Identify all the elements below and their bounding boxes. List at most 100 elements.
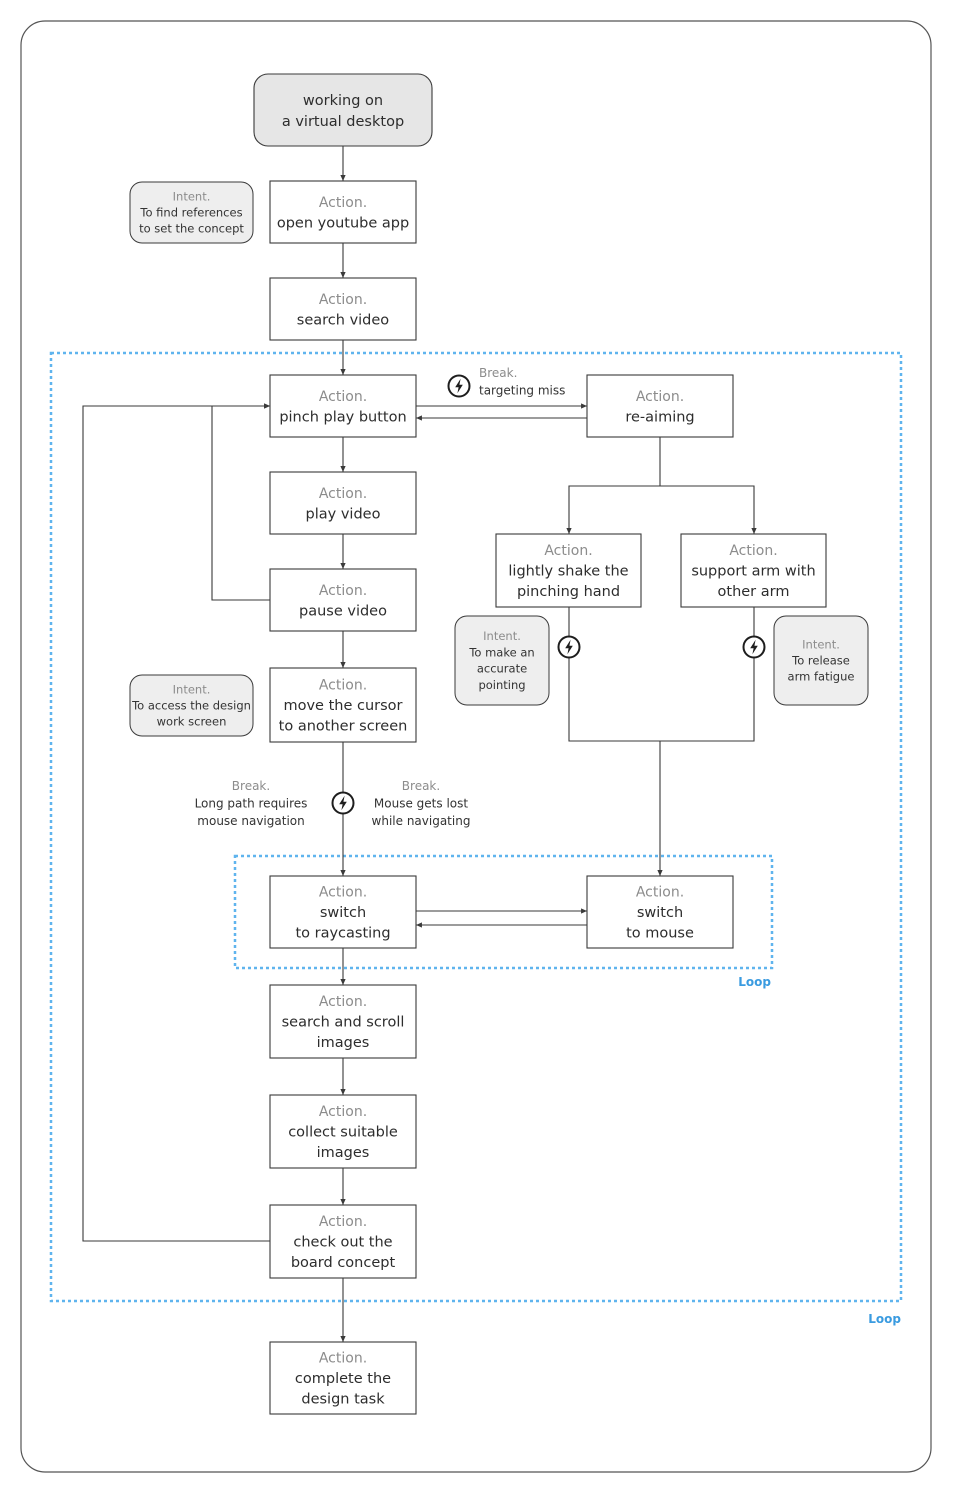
action-switch-raycasting: Action. switch to raycasting [269, 875, 417, 949]
break-mouse-lost: Break. Mouse gets lost while navigating [372, 779, 471, 828]
intent-access-design: Intent. To access the design work screen [129, 674, 254, 737]
action-label: to another screen [279, 719, 408, 735]
action-search-scroll: Action. search and scroll images [269, 984, 417, 1059]
action-label: support arm with [691, 564, 815, 580]
action-label: check out the [293, 1235, 392, 1251]
break-label: mouse navigation [197, 814, 304, 828]
action-label: lightly shake the [508, 564, 628, 580]
action-label: search and scroll [282, 1015, 405, 1031]
arrow-check-back-to-pinch [82, 403, 270, 1242]
action-open-youtube: Action. open youtube app [269, 180, 417, 244]
intent-kicker: Intent. [802, 637, 840, 651]
intent-label: to set the concept [139, 222, 244, 236]
connectors [82, 146, 757, 1342]
action-kicker: Action. [319, 885, 367, 901]
intent-label: To find references [139, 206, 242, 220]
intent-arm-fatigue: Intent. To release arm fatigue [773, 615, 869, 706]
action-label: collect suitable [288, 1125, 398, 1141]
arrow-split-to-shake [566, 485, 660, 534]
action-kicker: Action. [319, 583, 367, 599]
intent-find-references: Intent. To find references to set the conc… [129, 181, 254, 244]
action-switch-mouse: Action. switch to mouse [586, 875, 734, 949]
action-kicker: Action. [544, 543, 592, 559]
intent-kicker: Intent. [483, 629, 521, 643]
action-pinch-play: Action. pinch play button [269, 374, 417, 438]
action-label: images [317, 1145, 370, 1161]
action-kicker: Action. [729, 543, 777, 559]
intent-label: work screen [157, 715, 227, 729]
action-label: search video [297, 312, 390, 328]
lightning-break-icon [331, 791, 355, 815]
action-label: complete the [295, 1371, 391, 1387]
outer-loop-region [49, 351, 903, 1303]
action-move-cursor: Action. move the cursor to another screen [269, 667, 417, 743]
action-label: switch [637, 905, 683, 921]
intent-label: To access the design [131, 699, 251, 713]
action-kicker: Action. [319, 389, 367, 405]
lightning-break-icon [557, 635, 581, 659]
start-node: working on a virtual desktop [253, 73, 433, 147]
intent-label: accurate [477, 662, 527, 676]
action-kicker: Action. [319, 1104, 367, 1120]
break-kicker: Break. [402, 779, 440, 793]
intent-label: To make an [468, 645, 534, 659]
intent-accurate-pointing: Intent. To make an accurate pointing [454, 615, 550, 706]
inner-loop-label: Loop [738, 975, 771, 989]
break-label: while navigating [372, 814, 471, 828]
action-kicker: Action. [319, 1214, 367, 1230]
action-kicker: Action. [319, 678, 367, 694]
action-kicker: Action. [636, 389, 684, 405]
break-label: Mouse gets lost [374, 797, 468, 811]
action-label: other arm [718, 584, 790, 600]
action-label: images [317, 1035, 370, 1051]
action-check-board: Action. check out the board concept [269, 1204, 417, 1279]
lightning-break-icon [742, 635, 766, 659]
start-line-1: working on [303, 93, 383, 109]
action-kicker: Action. [319, 486, 367, 502]
intent-kicker: Intent. [173, 189, 211, 203]
intent-notes: Intent. To find references to set the conc… [129, 181, 869, 737]
lightning-break-icon [447, 374, 471, 398]
break-label: targeting miss [479, 384, 565, 398]
intent-label: pointing [478, 678, 525, 692]
action-label: to mouse [626, 926, 694, 942]
action-label: move the cursor [283, 698, 402, 714]
action-label: design task [301, 1392, 385, 1408]
action-complete-task: Action. complete the design task [269, 1341, 417, 1415]
action-label: play video [306, 506, 381, 522]
break-kicker: Break. [479, 366, 517, 380]
intent-label: arm fatigue [788, 670, 855, 684]
arrow-split-to-support [660, 485, 757, 534]
action-search-video: Action. search video [269, 277, 417, 341]
action-label: switch [320, 905, 366, 921]
action-kicker: Action. [319, 195, 367, 211]
action-label: pinch play button [279, 409, 406, 425]
action-label: open youtube app [277, 215, 409, 231]
action-label: board concept [291, 1255, 396, 1271]
action-shake-hand: Action. lightly shake the pinching hand [495, 533, 642, 608]
action-kicker: Action. [319, 292, 367, 308]
action-pause-video: Action. pause video [269, 568, 417, 632]
action-kicker: Action. [319, 994, 367, 1010]
action-label: pause video [299, 603, 387, 619]
action-re-aiming: Action. re-aiming [586, 374, 734, 438]
action-kicker: Action. [319, 1351, 367, 1367]
action-support-arm: Action. support arm with other arm [680, 533, 827, 608]
action-play-video: Action. play video [269, 471, 417, 535]
action-collect-images: Action. collect suitable images [269, 1094, 417, 1169]
action-label: to raycasting [295, 926, 390, 942]
intent-label: To release [791, 654, 850, 668]
action-kicker: Action. [636, 885, 684, 901]
inner-loop-region [233, 854, 774, 970]
break-kicker: Break. [232, 779, 270, 793]
break-label: Long path requires [195, 797, 308, 811]
outer-loop-label: Loop [868, 1312, 901, 1326]
action-label: pinching hand [517, 584, 620, 600]
intent-kicker: Intent. [173, 682, 211, 696]
break-long-path: Break. Long path requires mouse navigation [195, 779, 308, 828]
action-label: re-aiming [625, 409, 694, 425]
start-line-2: a virtual desktop [282, 114, 404, 130]
